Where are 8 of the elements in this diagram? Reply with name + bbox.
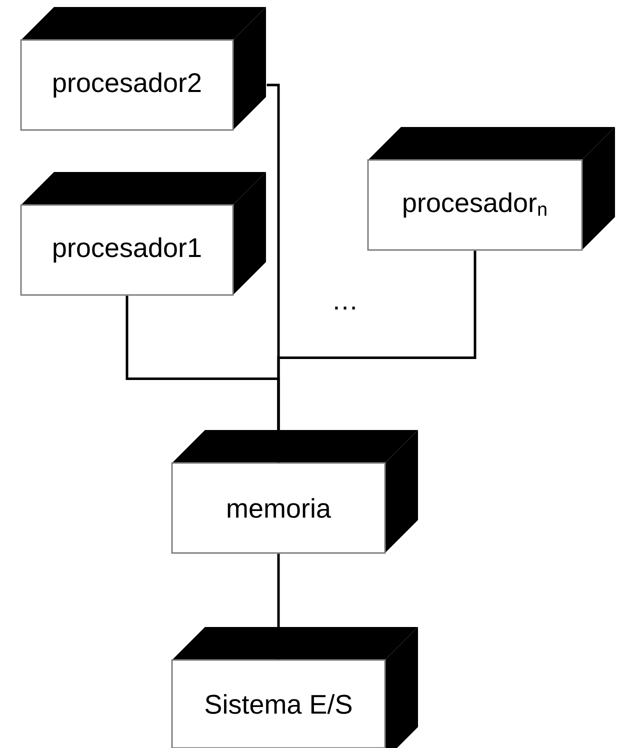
node-cube: procesador$_{n}$ (367, 127, 615, 251)
node-cube: procesador2 (20, 7, 266, 131)
connector-line (277, 554, 280, 660)
node-cube: memoria (171, 430, 418, 554)
node-cube: Sistema E/S (171, 627, 418, 748)
node-cube: procesador1 (20, 172, 266, 296)
ellipsis-label: … (335, 306, 355, 310)
connector-line (277, 250, 476, 462)
